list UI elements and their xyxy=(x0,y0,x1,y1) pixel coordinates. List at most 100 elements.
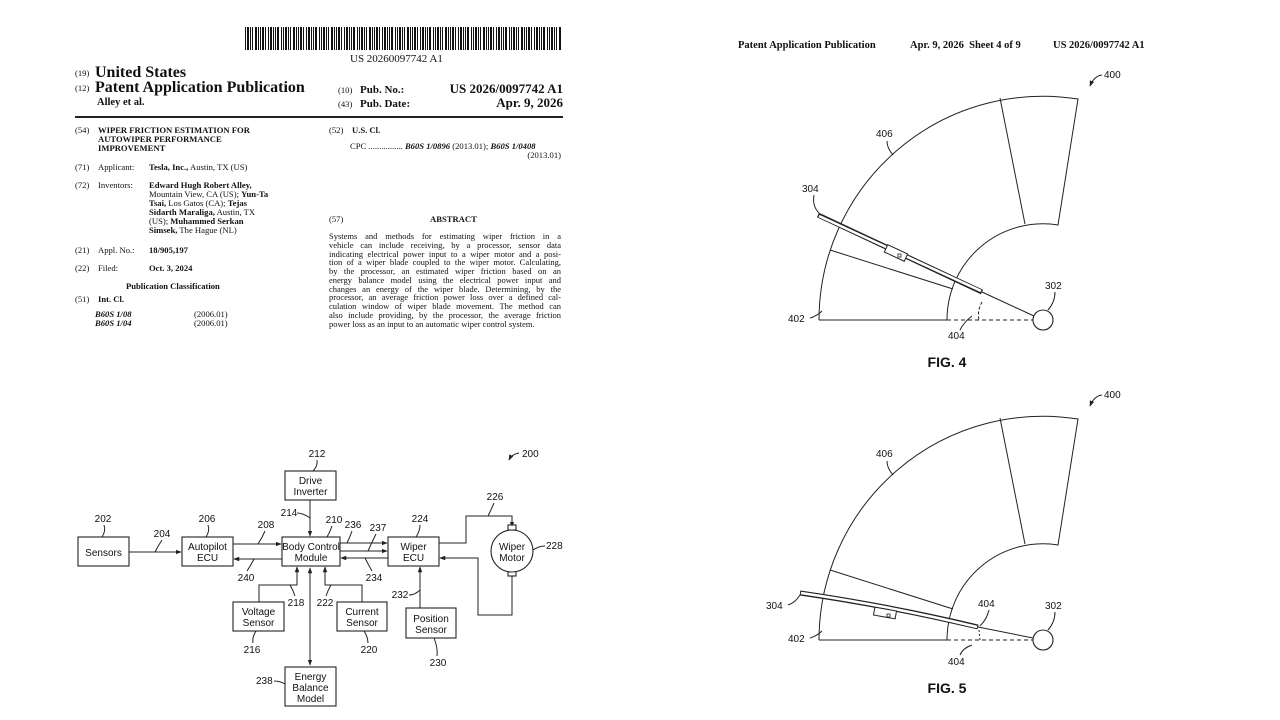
applicant-name: Tesla, Inc., xyxy=(149,162,189,172)
ref-label: 304 xyxy=(766,601,783,612)
body-control-module-block xyxy=(281,536,341,567)
type-code: (12) xyxy=(75,83,90,93)
ref-label: 406 xyxy=(876,129,893,140)
inventor-location: Mountain View, CA (US); xyxy=(149,189,242,199)
ref-label: 402 xyxy=(788,634,805,645)
block-label: Drive xyxy=(299,476,323,487)
ref-label: 226 xyxy=(487,492,504,503)
int-cl-label: Int. Cl. xyxy=(98,294,125,304)
applicant-location: Austin, TX (US) xyxy=(190,162,248,172)
current-sensor-block xyxy=(336,601,388,632)
inventor-line: (US); Muhammed Serkan xyxy=(149,217,244,226)
int-cl-date: (2006.01) xyxy=(194,309,228,319)
link-wiper-motor xyxy=(439,515,515,544)
appl-label: Appl. No.: xyxy=(98,245,135,255)
block-label: Energy xyxy=(295,672,327,683)
block-label: Model xyxy=(297,694,324,705)
pub-no-code: (10) xyxy=(338,85,353,95)
abstract-line: vehicle can include receiving, by a proc… xyxy=(329,239,561,250)
wipe-zone xyxy=(818,95,1079,321)
link-voltage-bcm xyxy=(258,566,300,602)
inventors-code: (72) xyxy=(75,180,90,190)
ref-label: 204 xyxy=(154,529,171,540)
block-diagram-200: 200 Sensors Autopilot ECU Body Control M… xyxy=(77,449,563,707)
ref-label: 404 xyxy=(948,331,965,342)
block-label: Module xyxy=(295,553,328,564)
header-rule xyxy=(75,116,563,118)
title-code: (54) xyxy=(75,125,90,135)
abstract-line: culation window of wiper blade movement.… xyxy=(329,301,561,311)
title-line: IMPROVEMENT xyxy=(98,143,166,153)
cpc-code: B60S 1/0896 xyxy=(404,141,451,151)
sensors-block xyxy=(77,536,130,567)
block-label: Wiper xyxy=(400,542,427,553)
autopilot-ecu-block xyxy=(181,536,234,567)
block-label: Current xyxy=(345,607,379,618)
ref-label: 210 xyxy=(326,515,343,526)
pub-no: US 2026/0097742 A1 xyxy=(449,81,563,96)
title-line: AUTOWIPER PERFORMANCE xyxy=(98,134,222,144)
int-cl-date: (2006.01) xyxy=(194,318,228,328)
inventor-location: (US); xyxy=(149,216,171,226)
wipe-zone xyxy=(818,415,1079,641)
block-label: Wiper xyxy=(499,542,526,553)
figure-caption: FIG. 4 xyxy=(928,354,967,370)
drive-inverter-block xyxy=(284,470,337,501)
cpc-label: CPC ................ xyxy=(350,141,403,151)
ref-label: 228 xyxy=(546,541,563,552)
filed-label: Filed: xyxy=(98,263,119,273)
ref-label: 212 xyxy=(309,449,326,460)
block-label: ECU xyxy=(197,553,218,564)
ref-label: 404 xyxy=(978,599,995,610)
block-label: ECU xyxy=(403,553,424,564)
pub-class-heading: Publication Classification xyxy=(126,281,220,291)
int-cl-code: (51) xyxy=(75,294,90,304)
abstract-line: tion of a wiper blade coupled to the wip… xyxy=(329,257,561,268)
wiper-ecu-block xyxy=(387,536,440,567)
inventor-location: Austin, TX xyxy=(214,207,256,217)
abstract-text: Systems and methods for estimating wiper… xyxy=(329,232,561,328)
voltage-sensor-block xyxy=(232,601,285,632)
block-label: Sensor xyxy=(415,625,447,636)
applicant: Tesla, Inc., Austin, TX (US) xyxy=(149,163,247,172)
inventor-line: Mountain View, CA (US); Yun-Ta xyxy=(149,190,268,199)
filed-date: Oct. 3, 2024 xyxy=(149,263,193,273)
inventor-name: Edward Hugh Robert Alley, xyxy=(149,180,252,190)
inventor-line: Sidarth Maraliga, Austin, TX xyxy=(149,208,255,217)
pub-date-label: Pub. Date: xyxy=(360,98,411,110)
ref-label: 206 xyxy=(199,514,216,525)
abstract-line: processor, an average friction power los… xyxy=(329,292,561,303)
appl-no: 18/905,197 xyxy=(149,245,188,255)
wiper-blade xyxy=(816,212,1035,317)
link-motor-wiper xyxy=(439,555,513,616)
reference-numerals: 202 206 210 212 224 228 216 220 230 238 … xyxy=(95,449,563,687)
ref-label: 232 xyxy=(392,590,409,601)
ref-label: 200 xyxy=(522,449,539,460)
inventor-line: Edward Hugh Robert Alley, xyxy=(149,181,252,190)
appl-code: (21) xyxy=(75,245,90,255)
sheet-header-left: Patent Application Publication xyxy=(738,40,876,51)
abstract-code: (57) xyxy=(329,214,344,224)
cpc-code: B60S 1/0408 xyxy=(490,141,536,151)
inventor-location: The Hague (NL) xyxy=(177,225,237,235)
applicant-label: Applicant: xyxy=(98,162,135,172)
block-label: Body Control xyxy=(282,542,340,553)
figure-caption: FIG. 5 xyxy=(928,680,967,696)
ref-label: 216 xyxy=(244,645,261,656)
ref-label: 218 xyxy=(288,598,305,609)
us-cl-label: U.S. Cl. xyxy=(352,125,381,135)
ref-label: 404 xyxy=(948,657,965,668)
abstract-line: indicating electrical power input to a w… xyxy=(329,248,561,259)
pub-date: Apr. 9, 2026 xyxy=(496,95,563,110)
inventor-name: Muhammed Serkan xyxy=(170,216,244,226)
abstract-line: also include providing, by the processor… xyxy=(329,309,561,320)
block-label: Position xyxy=(413,614,449,625)
ref-label: 402 xyxy=(788,314,805,325)
sheet-header-right: US 2026/0097742 A1 xyxy=(1053,40,1145,51)
ref-label: 238 xyxy=(256,676,273,687)
ref-label: 237 xyxy=(370,523,387,534)
inventor-name: Simsek, xyxy=(149,225,178,235)
ref-label: 236 xyxy=(345,520,362,531)
ref-label: 302 xyxy=(1045,601,1062,612)
